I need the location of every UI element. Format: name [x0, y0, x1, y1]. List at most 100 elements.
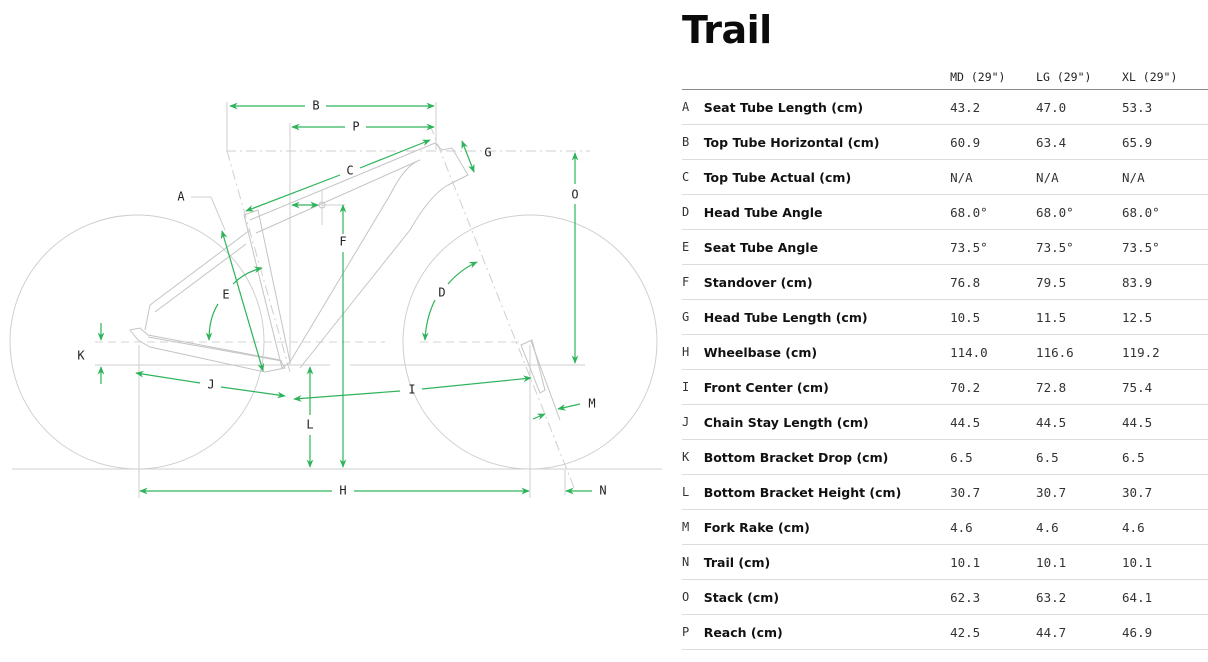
value-md: 60.9	[950, 124, 1037, 160]
dim-i	[293, 390, 401, 402]
value-lg: 63.2	[1036, 579, 1123, 615]
value-md: 30.7	[950, 474, 1037, 510]
row-name: Seat Tube Angle	[703, 229, 951, 265]
bike-frame	[129, 142, 561, 421]
row-name: Top Tube Horizontal (cm)	[703, 124, 951, 160]
label-n: N	[599, 484, 606, 498]
row-name: Bottom Bracket Drop (cm)	[703, 439, 951, 475]
row-name: Seat Tube Length (cm)	[703, 89, 951, 125]
dim-j-right	[220, 386, 286, 399]
value-lg: 63.4	[1036, 124, 1123, 160]
value-md: N/A	[950, 159, 1037, 195]
value-xl: 10.1	[1122, 544, 1208, 580]
row-letter: M	[682, 509, 704, 545]
a-leader-2	[210, 196, 226, 231]
label-b: B	[312, 99, 319, 113]
row-name: Chain Stay Length (cm)	[703, 404, 951, 440]
value-lg: 6.5	[1036, 439, 1123, 475]
row-letter: F	[682, 264, 704, 300]
value-xl: 73.5°	[1122, 229, 1208, 265]
value-md: 6.5	[950, 439, 1037, 475]
dim-m	[557, 403, 581, 411]
value-lg: 79.5	[1036, 264, 1123, 300]
dim-d-bottom	[421, 299, 436, 341]
row-letter: B	[682, 124, 704, 160]
seat-tube-axis	[226, 150, 291, 373]
column-header-lg: LG (29")	[1036, 65, 1123, 90]
value-md: 4.6	[950, 509, 1037, 545]
value-xl: 68.0°	[1122, 194, 1208, 230]
value-md: 10.5	[950, 299, 1037, 335]
value-xl: 30.7	[1122, 474, 1208, 510]
value-lg: 11.5	[1036, 299, 1123, 335]
label-e: E	[222, 288, 229, 302]
label-d: D	[438, 286, 445, 300]
row-letter: E	[682, 229, 704, 265]
header-letter	[682, 65, 704, 90]
value-md: 43.2	[950, 89, 1037, 125]
row-letter: D	[682, 194, 704, 230]
value-lg: 47.0	[1036, 89, 1123, 125]
label-p: P	[352, 120, 359, 134]
label-f: F	[339, 235, 346, 249]
row-name: Head Tube Angle	[703, 194, 951, 230]
row-letter: A	[682, 89, 704, 125]
value-xl: 12.5	[1122, 299, 1208, 335]
label-j: J	[207, 378, 214, 392]
dim-m-inner	[532, 413, 546, 421]
value-lg: 10.1	[1036, 544, 1123, 580]
dim-i-right	[421, 375, 532, 390]
value-xl: 46.9	[1122, 614, 1208, 650]
label-c: C	[346, 164, 353, 178]
label-l: L	[306, 418, 313, 432]
label-a: A	[177, 190, 185, 204]
label-i: I	[408, 383, 415, 397]
value-lg: N/A	[1036, 159, 1123, 195]
value-xl: 53.3	[1122, 89, 1208, 125]
row-name: Stack (cm)	[703, 579, 951, 615]
row-letter: I	[682, 369, 704, 405]
dim-e-bottom	[205, 303, 219, 341]
label-m: M	[588, 397, 595, 411]
value-md: 44.5	[950, 404, 1037, 440]
value-lg: 73.5°	[1036, 229, 1123, 265]
value-md: 10.1	[950, 544, 1037, 580]
row-name: Standover (cm)	[703, 264, 951, 300]
label-k: K	[77, 349, 85, 363]
value-xl: 64.1	[1122, 579, 1208, 615]
value-xl: 44.5	[1122, 404, 1208, 440]
dim-j	[135, 370, 201, 384]
value-lg: 44.5	[1036, 404, 1123, 440]
bike-geometry-diagram: B P C G O A E F D K J I L M H N	[9, 99, 662, 498]
value-xl: N/A	[1122, 159, 1208, 195]
row-name: Wheelbase (cm)	[703, 334, 951, 370]
value-md: 62.3	[950, 579, 1037, 615]
dim-e-top	[232, 266, 263, 285]
dim-a	[220, 230, 265, 372]
value-xl: 75.4	[1122, 369, 1208, 405]
dim-c-right	[359, 139, 431, 169]
row-letter: N	[682, 544, 704, 580]
dim-d-top	[447, 261, 478, 285]
value-md: 76.8	[950, 264, 1037, 300]
value-xl: 83.9	[1122, 264, 1208, 300]
page-title: Trail	[682, 8, 772, 52]
row-name: Trail (cm)	[703, 544, 951, 580]
value-md: 70.2	[950, 369, 1037, 405]
value-lg: 68.0°	[1036, 194, 1123, 230]
table-header-row: MD (29") LG (29") XL (29")	[682, 65, 1208, 90]
value-xl: 6.5	[1122, 439, 1208, 475]
